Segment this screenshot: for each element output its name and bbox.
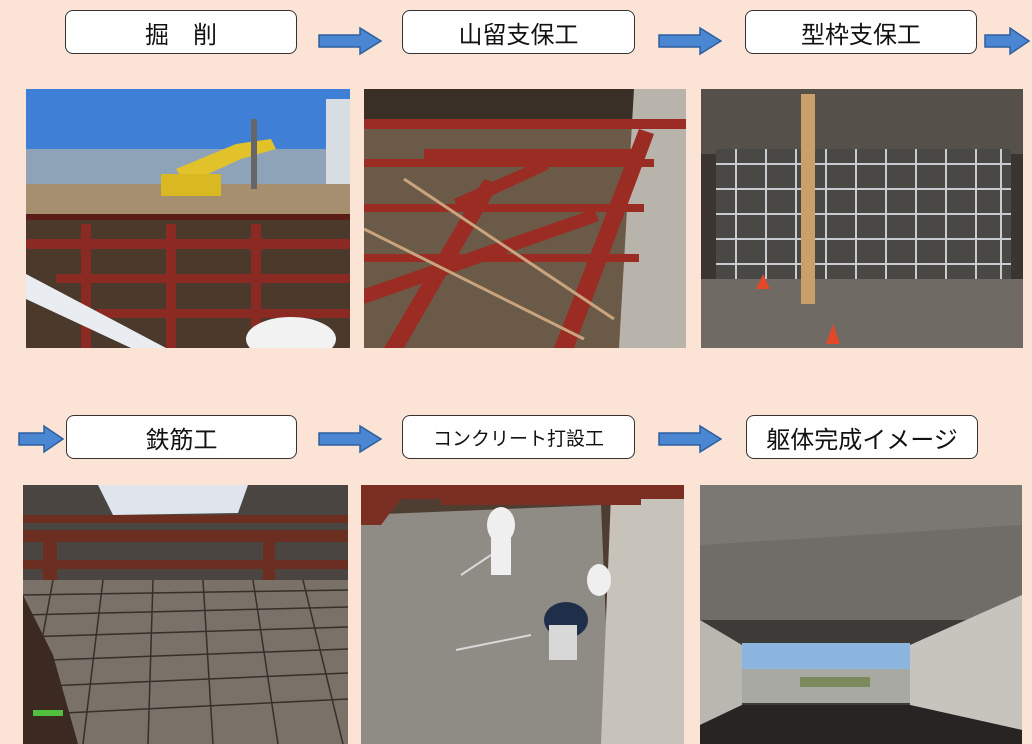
earth-retaining-support-photo xyxy=(364,89,686,348)
right-arrow-icon xyxy=(658,26,722,56)
right-arrow-icon xyxy=(318,424,382,454)
step-concrete-placing: コンクリート打設工 xyxy=(402,415,635,459)
completed-structure-photo xyxy=(700,485,1022,744)
step-completed-structure: 躯体完成イメージ xyxy=(746,415,978,459)
step-formwork-support: 型枠支保工 xyxy=(745,10,977,54)
right-arrow-icon xyxy=(658,424,722,454)
step-earth-retaining-support: 山留支保工 xyxy=(402,10,635,54)
concrete-placing-photo xyxy=(361,485,684,744)
step-rebar: 鉄筋工 xyxy=(66,415,297,459)
right-arrow-icon xyxy=(18,424,64,454)
right-arrow-icon xyxy=(984,26,1030,56)
step-excavation: 掘 削 xyxy=(65,10,297,54)
right-arrow-icon xyxy=(318,26,382,56)
rebar-photo xyxy=(23,485,348,744)
excavation-photo xyxy=(26,89,350,348)
formwork-support-photo xyxy=(701,89,1023,348)
